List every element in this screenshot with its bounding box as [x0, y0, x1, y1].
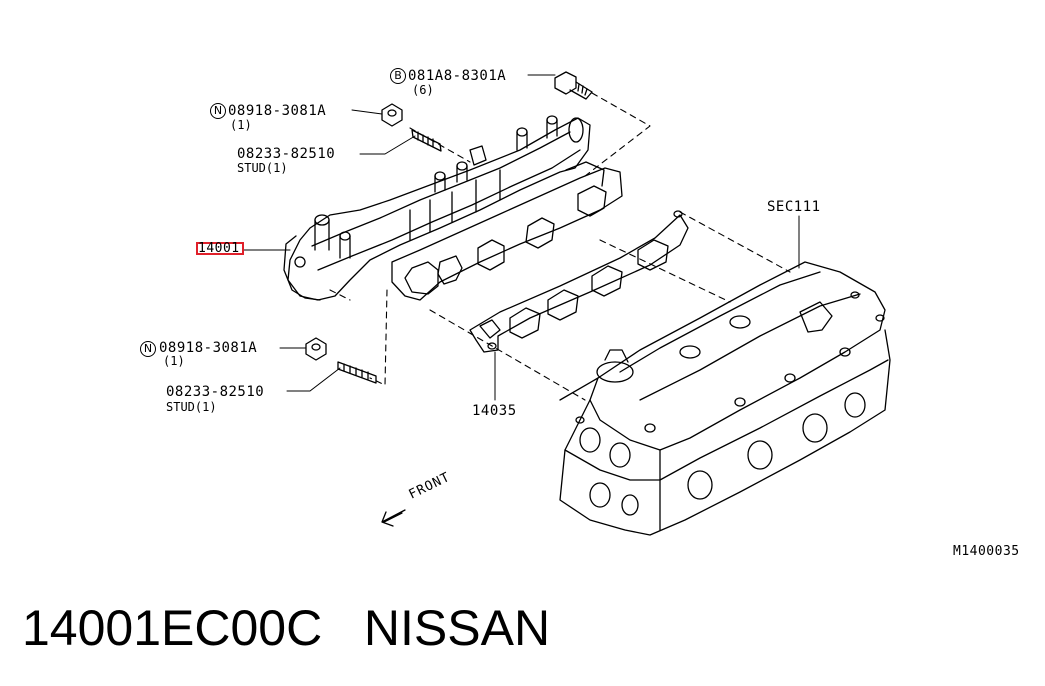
nut-bottom [305, 337, 327, 361]
stud-top [411, 129, 442, 152]
nut-bottom-quantity: (1) [163, 354, 185, 368]
front-arrow [381, 509, 406, 527]
stud-bottom [337, 361, 377, 384]
leader-lines [243, 74, 800, 401]
exploded-parts-diagram [243, 71, 891, 536]
gasket-14035 [469, 210, 689, 353]
stud-bottom-quantity: STUD(1) [166, 400, 217, 414]
bolt-b-circle-icon: B [390, 68, 406, 84]
bolt-b-part-number[interactable]: 081A8-8301A [408, 68, 507, 84]
nut-top-circle-icon: N [210, 103, 226, 119]
stud-top-quantity: STUD(1) [237, 161, 288, 175]
manifold-highlight-box [196, 242, 244, 255]
stud-bottom-part-number[interactable]: 08233-82510 [166, 384, 265, 400]
stud-top-part-number[interactable]: 08233-82510 [237, 146, 336, 162]
cylinder-head [559, 261, 891, 536]
nut-bottom-part-number[interactable]: 08918-3081A [159, 340, 258, 356]
diagram-reference-code: M1400035 [953, 544, 1020, 559]
gasket-part-number[interactable]: 14035 [472, 403, 517, 419]
nut-top-quantity: (1) [230, 118, 252, 132]
exhaust-manifold [283, 115, 623, 301]
bolt-b-quantity: (6) [412, 83, 434, 97]
nut-bottom-circle-icon: N [140, 341, 156, 357]
bolt-b [554, 71, 593, 100]
part-number-title: 14001EC00C NISSAN [22, 600, 551, 656]
manifold-part-number[interactable]: 14001 [198, 241, 240, 256]
assembly-dashed-lines [329, 92, 791, 401]
section-reference-label[interactable]: SEC111 [767, 199, 821, 215]
nut-top-part-number[interactable]: 08918-3081A [228, 103, 327, 119]
nut-top [381, 103, 403, 127]
